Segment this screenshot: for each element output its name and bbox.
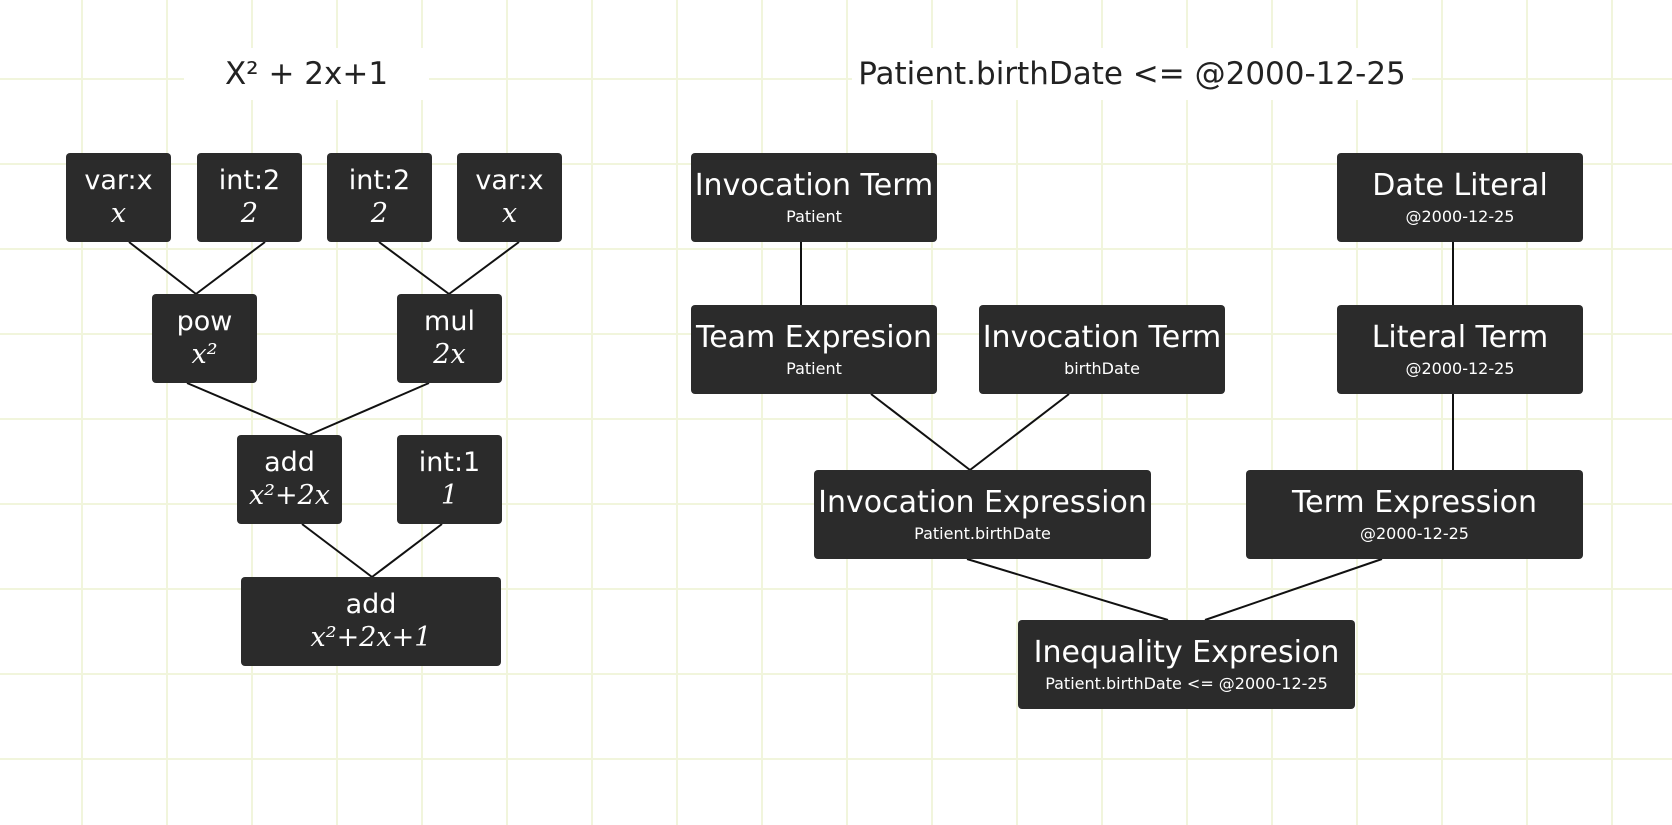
tree-edge — [378, 241, 450, 295]
node-pow: pow x² — [152, 294, 257, 383]
node-value: 2 — [240, 197, 259, 229]
node-label: int:2 — [218, 164, 281, 196]
node-value: Patient — [786, 206, 842, 226]
tree-edge — [371, 523, 443, 578]
node-literal-term: Literal Term @2000-12-25 — [1337, 305, 1583, 394]
node-var-x: var:x x — [457, 153, 562, 242]
tree-edge — [195, 241, 266, 295]
node-label: Term Expression — [1291, 485, 1538, 521]
node-value: 2 — [370, 197, 389, 229]
tree-edge — [308, 382, 430, 436]
node-value: @2000-12-25 — [1405, 206, 1515, 226]
expression-tree-title: X² + 2x+1 — [184, 48, 429, 100]
node-label: var:x — [475, 164, 544, 196]
tree-edge — [1204, 558, 1383, 621]
tree-edge — [128, 241, 197, 295]
tree-edge — [870, 393, 971, 471]
node-invocation-term: Invocation Term birthDate — [979, 305, 1225, 394]
node-label: Invocation Term — [982, 320, 1222, 356]
node-value: x² — [191, 338, 218, 370]
node-invocation-term: Invocation Term Patient — [691, 153, 937, 242]
node-var-x: var:x x — [66, 153, 171, 242]
tree-edge — [301, 523, 373, 578]
tree-edge — [966, 558, 1169, 621]
node-label: var:x — [84, 164, 153, 196]
node-int-2: int:2 2 — [197, 153, 302, 242]
node-value: x — [501, 197, 518, 229]
tree-edge — [969, 393, 1070, 471]
node-value: Patient.birthDate — [914, 523, 1051, 543]
node-label: Date Literal — [1372, 168, 1548, 204]
node-value: @2000-12-25 — [1360, 523, 1469, 543]
node-value: Patient — [786, 358, 842, 378]
tree-edge — [186, 382, 310, 436]
tree-edge — [448, 241, 520, 295]
node-value: x²+2x — [248, 479, 331, 511]
node-invocation-expression: Invocation Expression Patient.birthDate — [814, 470, 1151, 559]
node-label: Invocation Term — [694, 168, 934, 204]
node-label: int:1 — [418, 446, 481, 478]
node-int-2: int:2 2 — [327, 153, 432, 242]
node-label: Team Expresion — [695, 320, 933, 356]
node-date-literal: Date Literal @2000-12-25 — [1337, 153, 1583, 242]
node-add-root: add x²+2x+1 — [241, 577, 501, 666]
node-label: pow — [176, 305, 233, 337]
node-value: x²+2x+1 — [310, 621, 432, 653]
node-value: 2x — [433, 338, 466, 370]
node-label: Inequality Expresion — [1033, 635, 1340, 671]
node-value: birthDate — [1064, 358, 1140, 378]
node-inequality-expresion: Inequality Expresion Patient.birthDate <… — [1018, 620, 1355, 709]
node-label: add — [345, 588, 397, 620]
node-value: x — [110, 197, 127, 229]
node-label: mul — [424, 305, 475, 337]
node-term-expression: Term Expression @2000-12-25 — [1246, 470, 1583, 559]
fhirpath-tree-title: Patient.birthDate <= @2000-12-25 — [852, 48, 1412, 100]
node-int-1: int:1 1 — [397, 435, 502, 524]
node-label: Literal Term — [1371, 320, 1549, 356]
node-label: add — [264, 446, 315, 478]
node-label: int:2 — [348, 164, 411, 196]
node-value: @2000-12-25 — [1405, 358, 1515, 378]
node-mul: mul 2x — [397, 294, 502, 383]
node-add: add x²+2x — [237, 435, 342, 524]
node-label: Invocation Expression — [818, 485, 1147, 521]
node-value: 1 — [440, 479, 459, 511]
node-team-expresion: Team Expresion Patient — [691, 305, 937, 394]
node-value: Patient.birthDate <= @2000-12-25 — [1045, 673, 1328, 693]
